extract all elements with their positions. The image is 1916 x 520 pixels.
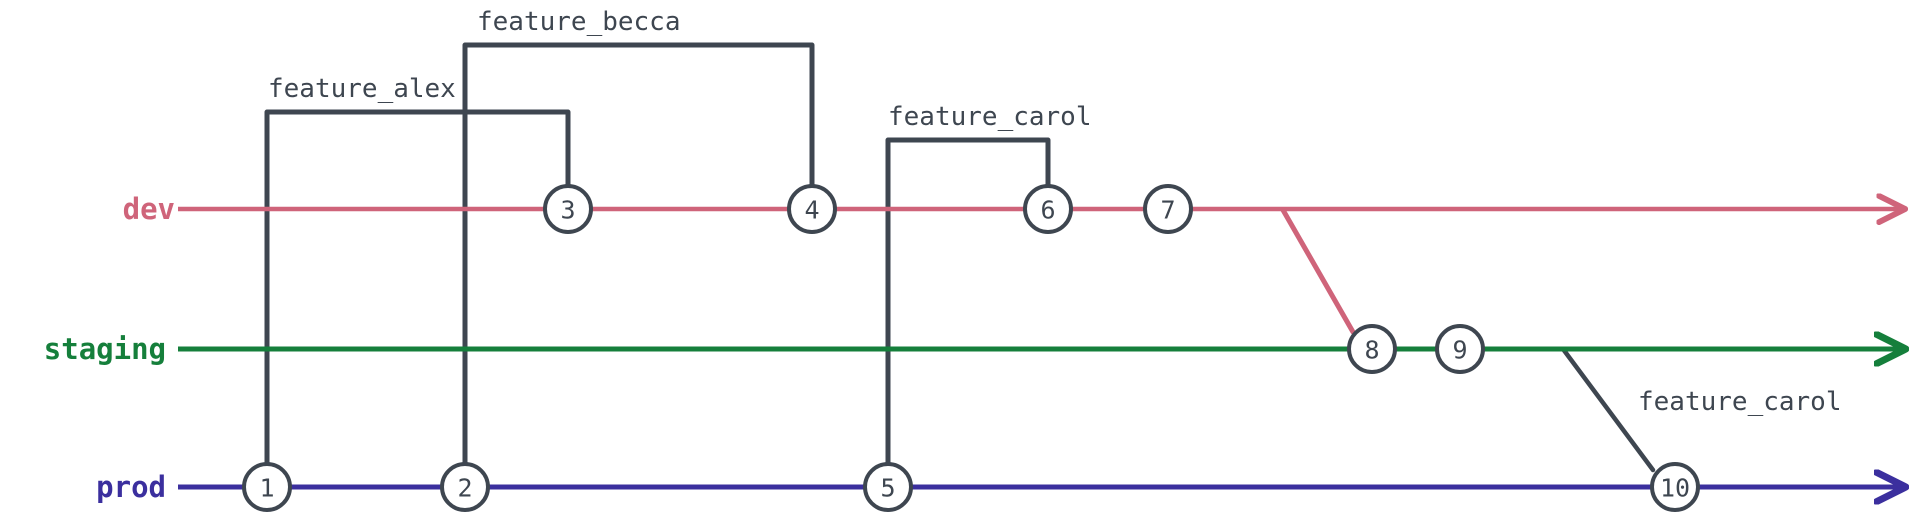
commit-label-3: 3 <box>560 196 575 225</box>
branch-label-feature_alex: feature_alex <box>268 74 456 104</box>
commit-node-1[interactable]: 1 <box>242 462 292 512</box>
commit-node-2[interactable]: 2 <box>440 462 490 512</box>
commit-label-10: 10 <box>1660 474 1690 503</box>
lane-lines-group <box>178 209 1900 487</box>
commit-label-8: 8 <box>1364 336 1379 365</box>
commit-circle-1[interactable] <box>242 462 292 512</box>
commit-label-9: 9 <box>1452 336 1467 365</box>
commit-label-7: 7 <box>1160 196 1175 225</box>
commit-node-10[interactable]: 10 <box>1650 462 1700 512</box>
branch-label-feature_becca: feature_becca <box>477 7 681 37</box>
commit-circle-3[interactable] <box>543 184 593 234</box>
branch-paths-group <box>264 42 1656 490</box>
commit-node-7[interactable]: 7 <box>1143 184 1193 234</box>
commit-circle-7[interactable] <box>1143 184 1193 234</box>
commit-circle-9[interactable] <box>1435 324 1485 374</box>
feature-path-feature_alex <box>264 109 571 490</box>
branch-label-feature_carol-prod: feature_carol <box>1638 387 1842 417</box>
merge-paths-group <box>1280 207 1356 335</box>
commit-node-9[interactable]: 9 <box>1435 324 1485 374</box>
commit-node-4[interactable]: 4 <box>787 184 837 234</box>
branch-label-feature_carol-dev: feature_carol <box>888 102 1092 132</box>
commit-node-5[interactable]: 5 <box>863 462 913 512</box>
commit-node-3[interactable]: 3 <box>543 184 593 234</box>
commit-circle-8[interactable] <box>1347 324 1397 374</box>
commit-circle-4[interactable] <box>787 184 837 234</box>
feature-path-feature_becca <box>462 42 815 490</box>
commit-circle-2[interactable] <box>440 462 490 512</box>
commit-label-1: 1 <box>259 474 274 503</box>
commit-label-2: 2 <box>457 474 472 503</box>
commits-group: 1 2 3 4 5 6 7 <box>242 184 1700 512</box>
lane-label-dev: dev <box>123 192 175 226</box>
branch-labels-group: feature_alex feature_becca feature_carol… <box>268 7 1842 417</box>
commit-circle-6[interactable] <box>1023 184 1073 234</box>
commit-node-8[interactable]: 8 <box>1347 324 1397 374</box>
commit-circle-10[interactable] <box>1650 462 1700 512</box>
lane-labels-group: dev staging prod <box>44 192 175 504</box>
feature-path-feature_carol-dev <box>885 137 1051 490</box>
merge-path-dev-to-8 <box>1280 207 1356 335</box>
commit-label-4: 4 <box>804 196 819 225</box>
commit-label-6: 6 <box>1040 196 1055 225</box>
feature-path-feature_carol-prod <box>1560 346 1656 473</box>
commit-label-5: 5 <box>880 474 895 503</box>
commit-node-6[interactable]: 6 <box>1023 184 1073 234</box>
commit-circle-5[interactable] <box>863 462 913 512</box>
lane-label-prod: prod <box>96 470 166 504</box>
lane-label-staging: staging <box>44 332 166 366</box>
